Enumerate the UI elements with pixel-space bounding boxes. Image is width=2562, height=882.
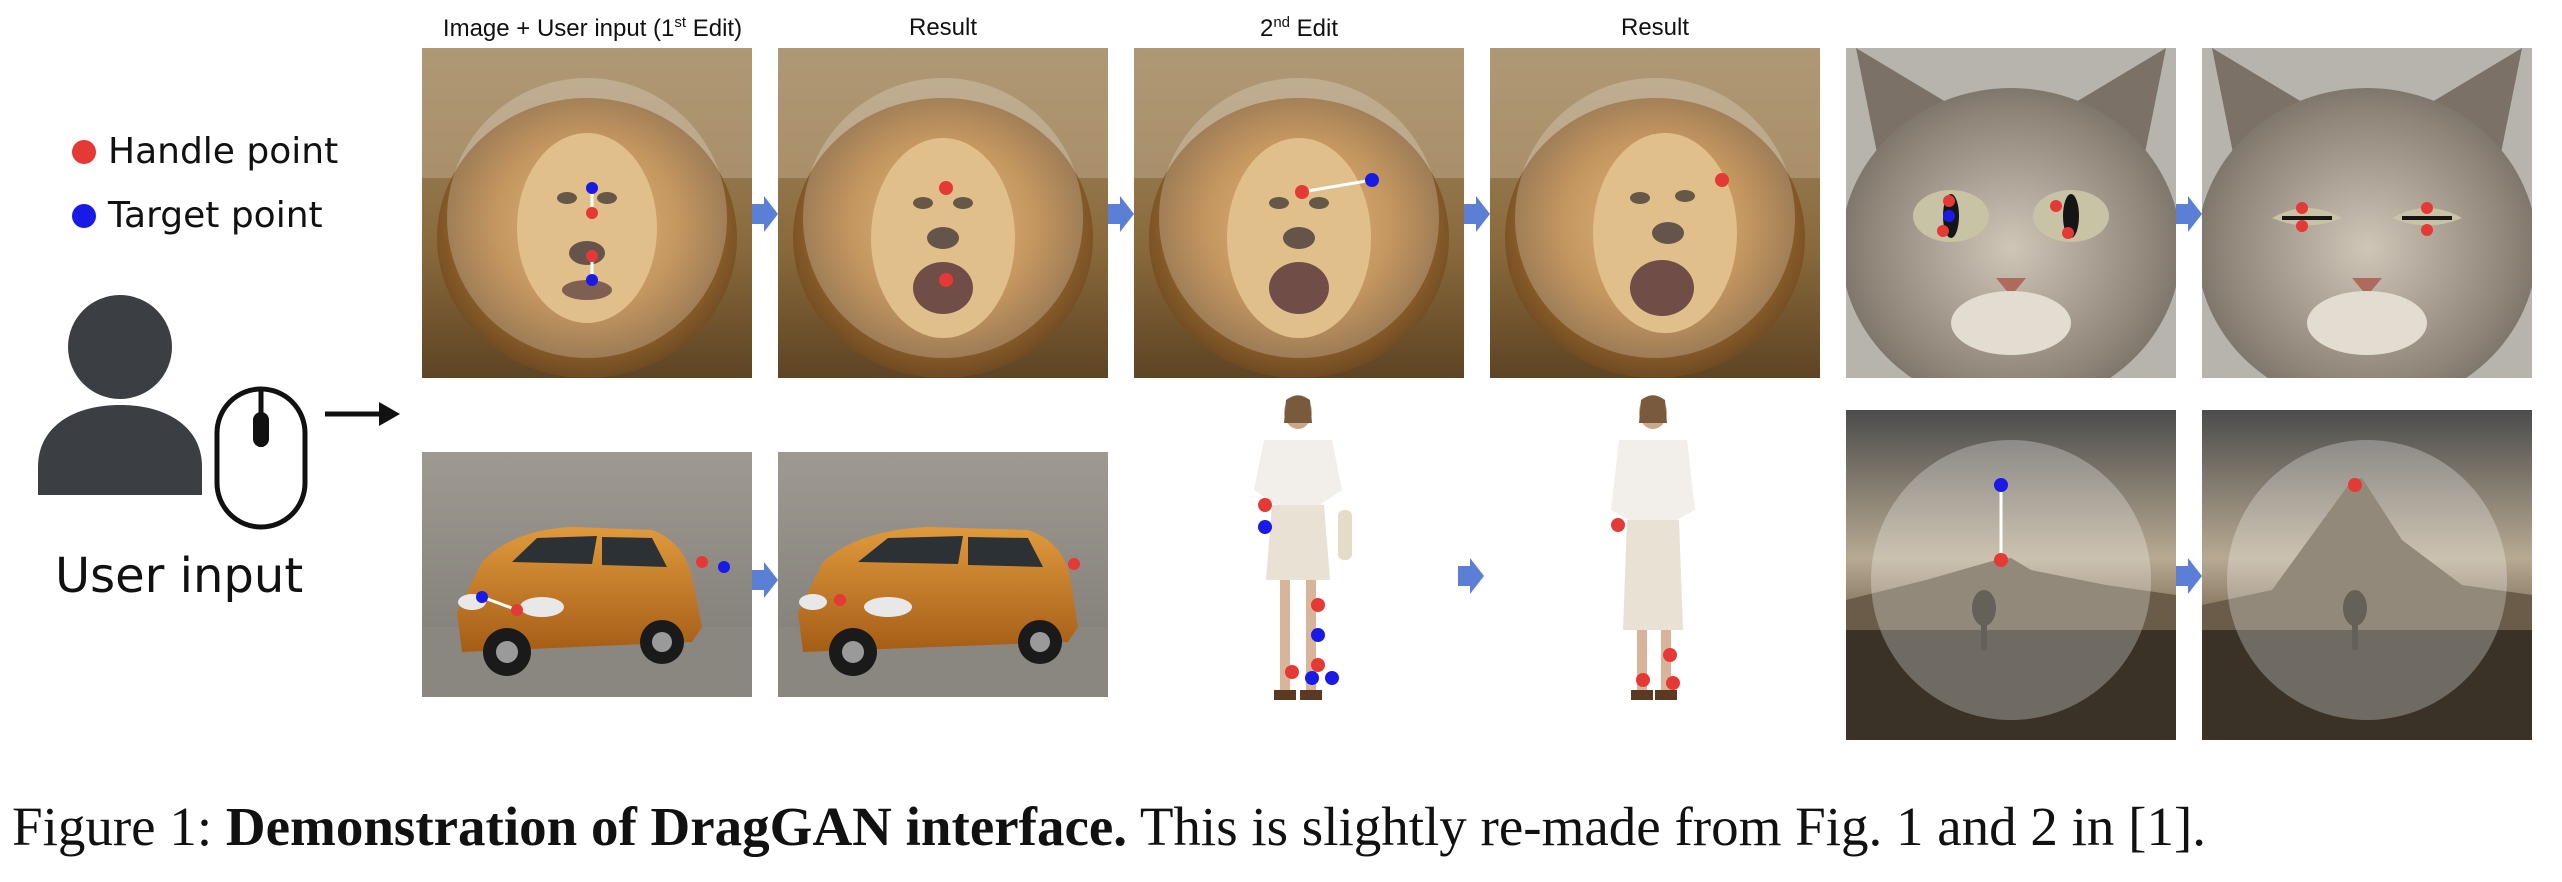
user-input-label: User input — [55, 548, 304, 604]
caption-bold: Demonstration of DragGAN interface. — [225, 796, 1128, 857]
figure-caption: Figure 1: Demonstration of DragGAN inter… — [12, 795, 2206, 858]
lion-result-1-panel — [778, 48, 1108, 378]
header-col1: Image + User input (1st Edit) — [442, 14, 743, 42]
mouse-icon — [214, 386, 308, 530]
cat-input-panel — [1846, 48, 2176, 378]
legend-handle-label: Handle point — [108, 131, 339, 172]
arrow-right-icon — [752, 196, 778, 232]
lion-input-2-panel — [1134, 48, 1464, 378]
target-point-icon — [72, 203, 96, 228]
lion-result-2-panel — [1490, 48, 1820, 378]
legend-target-label: Target point — [108, 195, 323, 236]
caption-prefix: Figure 1: — [12, 796, 226, 857]
cat-result-panel — [2202, 48, 2532, 378]
legend-target: Target point — [72, 195, 323, 236]
arrow-right-icon — [2176, 558, 2202, 594]
arrow-right-icon — [1458, 558, 1484, 594]
arrow-right-icon — [2176, 196, 2202, 232]
arrow-right-icon — [325, 402, 400, 426]
car-input-panel — [422, 452, 752, 697]
arrow-right-icon — [752, 562, 778, 598]
arrow-right-icon — [1108, 196, 1134, 232]
arrow-right-icon — [1464, 196, 1490, 232]
person-icon — [38, 295, 202, 495]
handle-point-icon — [72, 139, 96, 164]
caption-rest: This is slightly re-made from Fig. 1 and… — [1127, 796, 2207, 857]
header-col2: Result — [908, 14, 978, 41]
header-col4: Result — [1620, 14, 1690, 41]
mountain-input-panel — [1846, 410, 2176, 740]
lion-input-panel — [422, 48, 752, 378]
header-col3: 2nd Edit — [1259, 14, 1339, 42]
mountain-result-panel — [2202, 410, 2532, 740]
person-input-panel — [1190, 395, 1420, 740]
legend-handle: Handle point — [72, 131, 338, 172]
person-result-panel — [1545, 395, 1775, 740]
car-result-panel — [778, 452, 1108, 697]
